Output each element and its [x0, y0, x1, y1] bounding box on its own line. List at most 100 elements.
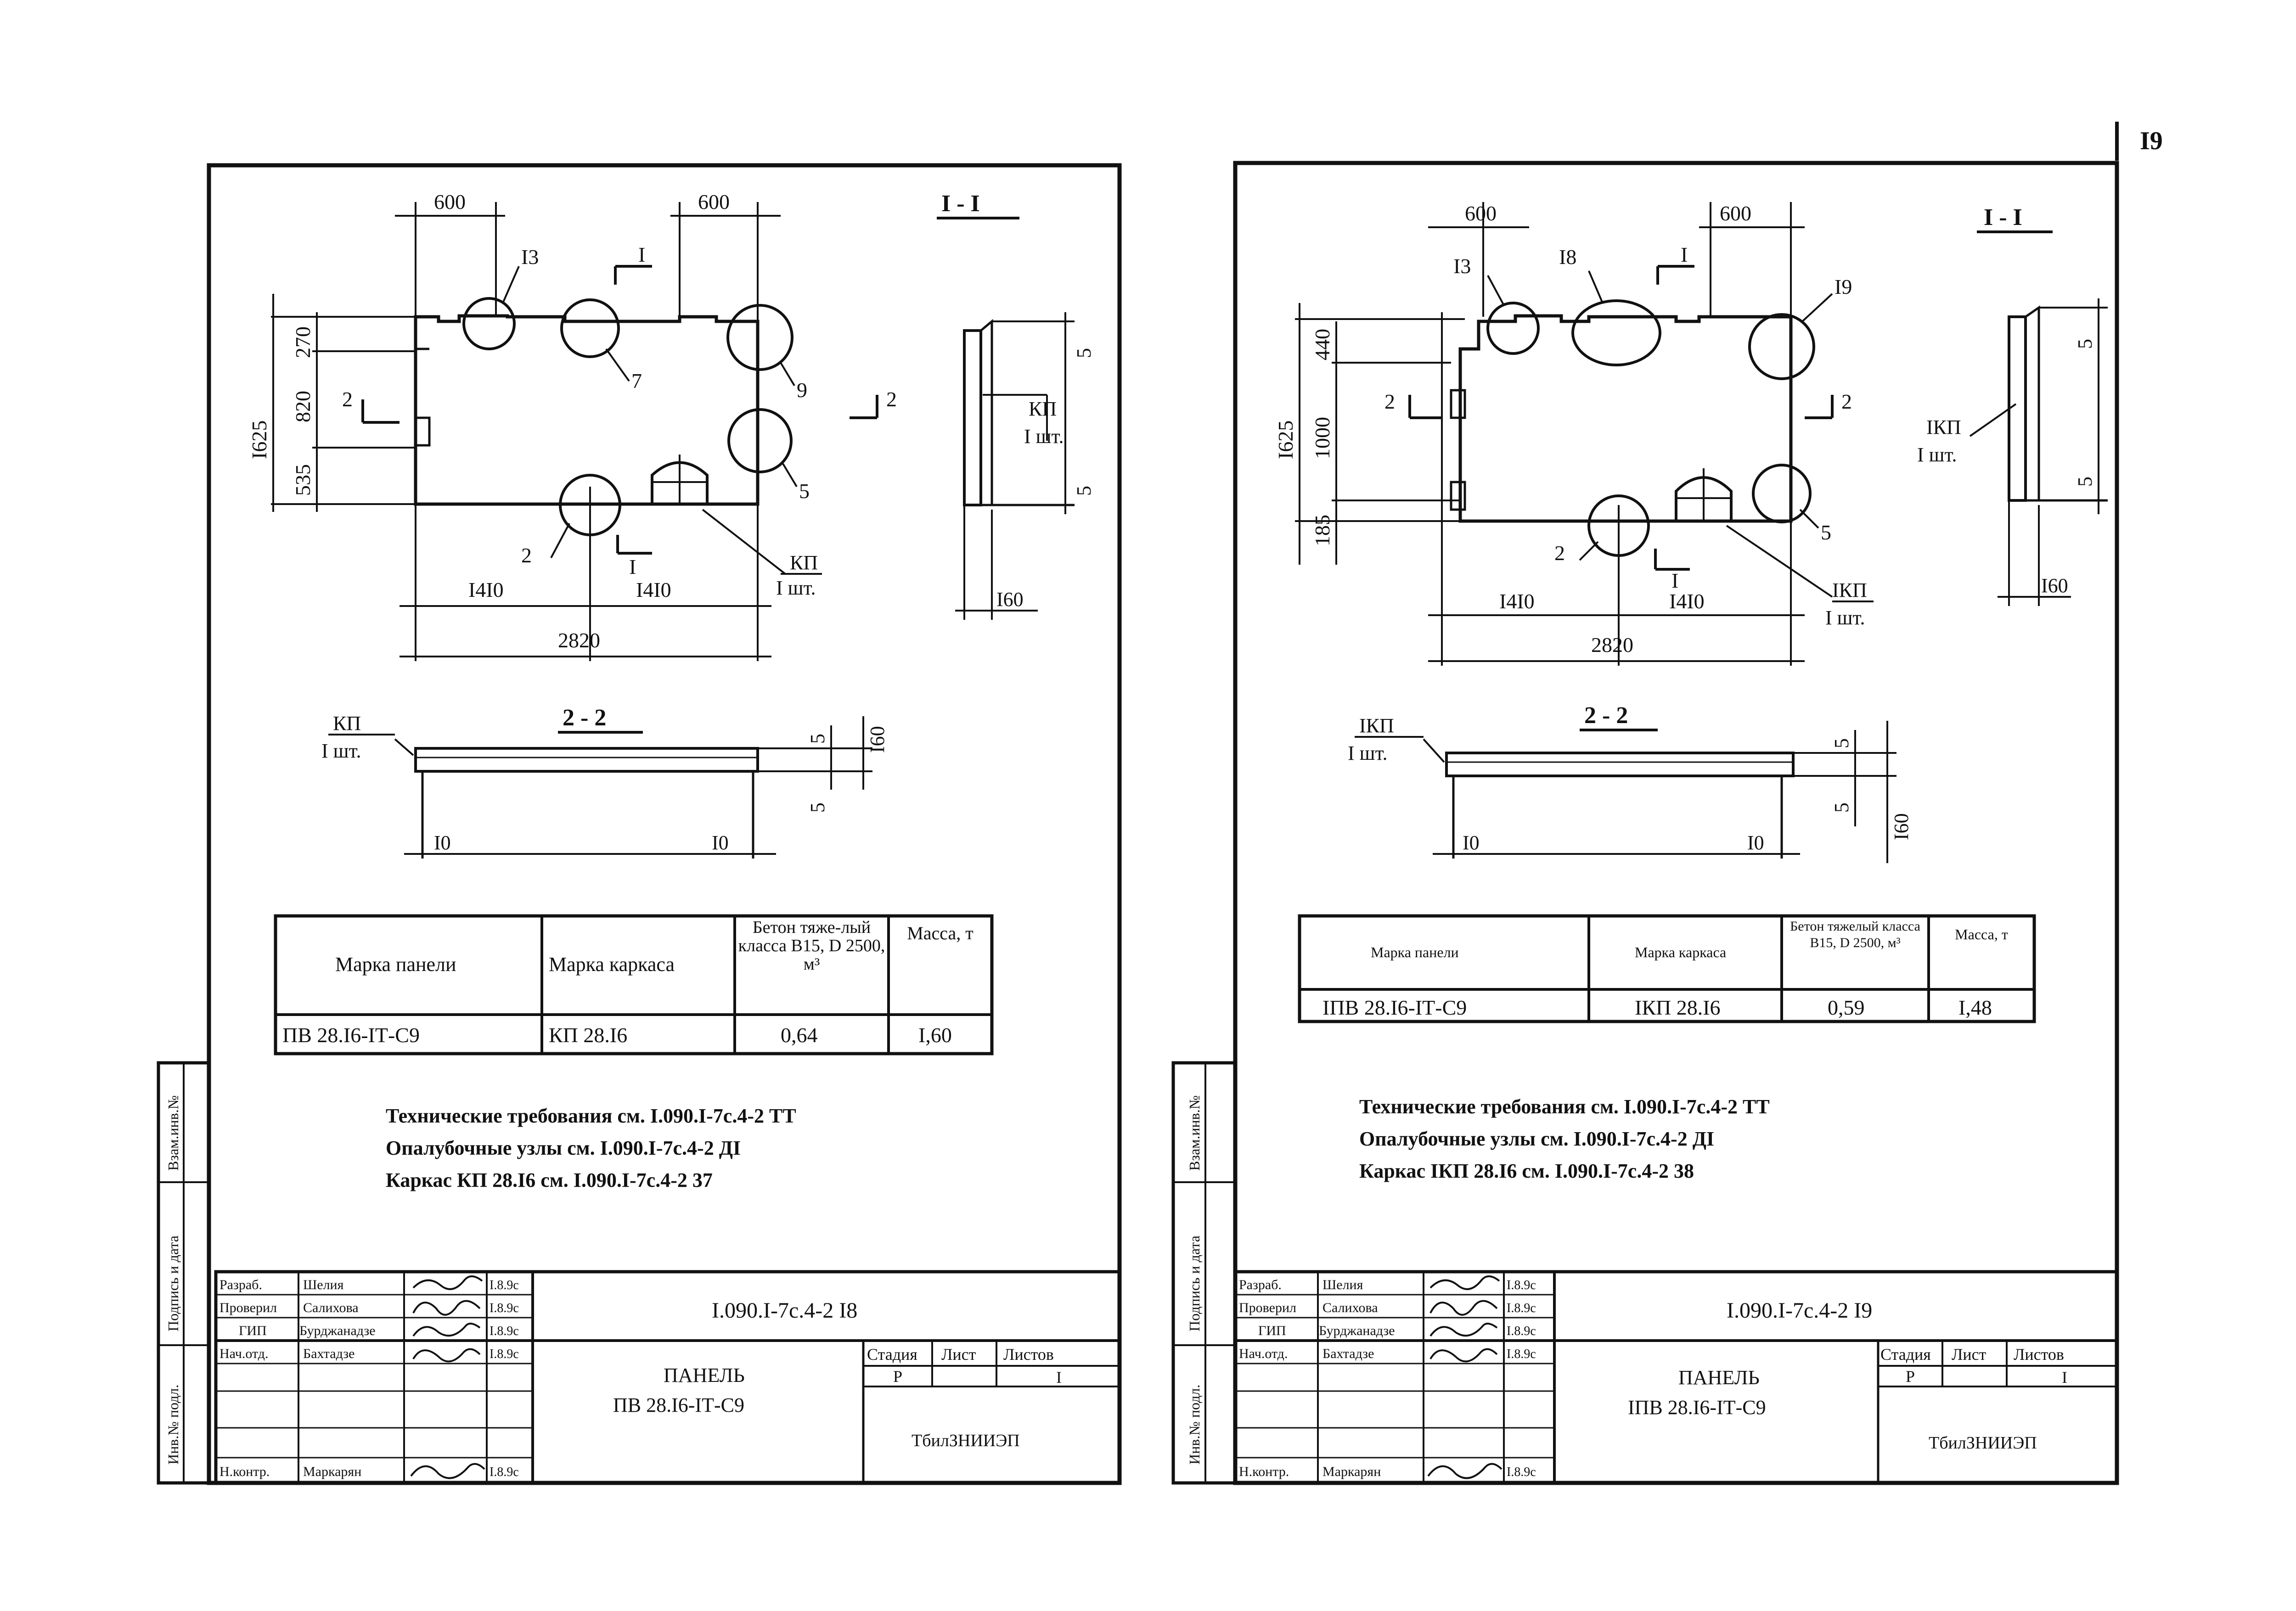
callout-5: 2 [521, 544, 532, 567]
section-mark-2: I [1671, 569, 1678, 592]
tb-role-7: Н.контр. [219, 1464, 270, 1479]
dim-left-3: 535 [291, 464, 315, 496]
side-dim-2: 5 [1073, 486, 1095, 496]
table-cell-3: 0,64 [781, 1023, 818, 1047]
side-dim-2: 5 [2074, 477, 2096, 487]
section-mark-2: I [629, 555, 636, 578]
section-2-2-title: 2 - 2 [563, 705, 606, 731]
tb-name-1: ПАНЕЛЬ [664, 1364, 745, 1386]
frame-label: КП [790, 551, 818, 574]
tb-sheet-label: Лист [1952, 1345, 1986, 1364]
table-header-3: Бетон тяжелый класса B15, D 2500, м³ [1790, 919, 1920, 950]
s22-frame-qty: I шт. [1348, 742, 1387, 764]
section-mark-4: 2 [1841, 390, 1852, 413]
tb-date-2: I.8.9c [1507, 1301, 1536, 1315]
tb-date-7: I.8.9c [1507, 1465, 1536, 1479]
callout-2: I8 [1559, 245, 1576, 269]
dim-top-2: 600 [698, 190, 730, 213]
tb-role-4: Нач.отд. [219, 1346, 268, 1361]
s22-dim-4: I0 [434, 831, 451, 854]
tb-person-1: Шелия [303, 1277, 344, 1292]
side-stamp-1: Инв.№ подл. [1186, 1385, 1203, 1465]
tb-stage-value: Р [1906, 1367, 1915, 1386]
table-header-1: Марка панели [335, 953, 456, 976]
side-stamp-2: Подпись и дата [1186, 1235, 1203, 1331]
signature-1 [412, 1275, 483, 1290]
section-2-2: 2 - 2 IКП I шт. 5 5 I60 I0 I0 [1348, 702, 1913, 863]
signature-1 [1429, 1275, 1500, 1290]
section-mark-1: I [638, 243, 645, 266]
signature-2 [1429, 1300, 1498, 1316]
dim-top-1: 600 [434, 190, 466, 213]
section-1-1-title: I - I [1984, 204, 2022, 230]
callout-4: 5 [799, 479, 810, 503]
dim-total-height: I625 [1274, 421, 1297, 459]
note-3: Каркас КП 28.I6 см. I.090.I-7с.4-2 37 [386, 1169, 713, 1191]
s22-dim-2: 5 [1830, 803, 1853, 813]
tb-date-1: I.8.9c [1507, 1278, 1536, 1292]
table-cell-4: I,48 [1958, 996, 1992, 1019]
section-2-2-title: 2 - 2 [1584, 702, 1628, 729]
callout-1: I3 [521, 245, 539, 269]
tb-stage-label: Стадия [867, 1345, 917, 1364]
tb-org: ТбилЗНИИЭП [1929, 1433, 2037, 1453]
note-1: Технические требования см. I.090.I-7с.4-… [386, 1105, 796, 1127]
tb-person-7: Маркарян [1322, 1464, 1381, 1479]
side-frame-qty: I шт. [1917, 443, 1957, 466]
tb-role-3: ГИП [239, 1323, 267, 1338]
tb-sheets-label: Листов [2014, 1345, 2064, 1364]
tb-name-2: IПВ 28.I6-IТ-С9 [1628, 1396, 1766, 1419]
dim-left-1: 440 [1311, 329, 1334, 360]
tb-person-4: Бахтадзе [303, 1346, 355, 1361]
tb-person-2: Салихова [1322, 1300, 1378, 1315]
tb-role-3: ГИП [1258, 1323, 1286, 1338]
s22-frame-label: КП [333, 712, 361, 735]
signature-3 [412, 1323, 481, 1337]
tb-person-3: Бурджанадзе [1319, 1323, 1395, 1338]
table-cell-4: I,60 [918, 1023, 952, 1047]
tb-person-2: Салихова [303, 1300, 359, 1315]
table-header-2: Марка каркаса [549, 953, 675, 976]
s22-dim-5: I0 [712, 831, 729, 854]
title-block: Разраб. Проверил ГИП Нач.отд. Н.контр. Ш… [1233, 1270, 2119, 1485]
section-2-2: 2 - 2 КП I шт. 5 5 I60 I0 I0 [321, 705, 889, 859]
signature-4 [412, 1348, 481, 1363]
title-block: Разраб. Проверил ГИП Нач.отд. Н.контр. Ш… [214, 1270, 1121, 1485]
dim-top-2: 600 [1720, 202, 1751, 225]
dim-left-2: 1000 [1311, 417, 1334, 459]
dim-total-height: I625 [248, 421, 271, 459]
tb-sheets-value: I [2062, 1368, 2067, 1386]
tb-role-2: Проверил [1239, 1300, 1296, 1315]
section-1-1-title: I - I [941, 191, 980, 217]
tb-name-1: ПАНЕЛЬ [1678, 1366, 1760, 1389]
callout-1: I3 [1453, 254, 1471, 278]
tb-sheets-label: Листов [1003, 1345, 1054, 1364]
side-frame-label: IКП [1926, 416, 1961, 438]
s22-dim-1: 5 [806, 734, 829, 744]
section-mark-1: I [1681, 243, 1688, 266]
tb-date-4: I.8.9c [490, 1347, 519, 1361]
drawing-sheet-left: 600 600 I625 270 820 535 I3 [157, 163, 1122, 1485]
note-1: Технические требования см. I.090.I-7с.4-… [1359, 1095, 1770, 1118]
tb-person-3: Бурджанадзе [299, 1323, 376, 1338]
dim-left-3: 185 [1311, 515, 1334, 546]
side-dim-1: 5 [1073, 348, 1095, 358]
dim-total-width: 2820 [558, 629, 600, 652]
tb-role-1: Разраб. [1239, 1277, 1282, 1292]
table-header-2: Марка каркаса [1635, 944, 1726, 960]
side-dim-3: I60 [2041, 574, 2068, 597]
drawing-sheet-right: 600 600 I625 440 1000 185 I3 I8 [1171, 161, 2119, 1485]
side-frame-label: КП [1029, 398, 1057, 420]
table-cell-1: ПВ 28.I6-IТ-С9 [282, 1023, 420, 1047]
s22-dim-2: 5 [806, 803, 829, 813]
section-mark-4: 2 [886, 387, 897, 411]
tb-code: I.090.I-7с.4-2 I9 [1727, 1298, 1872, 1323]
note-2: Опалубочные узлы см. I.090.I-7с.4-2 ДI [386, 1137, 741, 1159]
section-mark-3: 2 [342, 387, 353, 411]
frame-qty: I шт. [776, 577, 816, 599]
signature-7 [1427, 1463, 1503, 1479]
dim-bottom-2: I4I0 [1669, 589, 1705, 613]
tb-sheet-label: Лист [941, 1345, 976, 1364]
s22-dim-3: I60 [1890, 813, 1913, 840]
